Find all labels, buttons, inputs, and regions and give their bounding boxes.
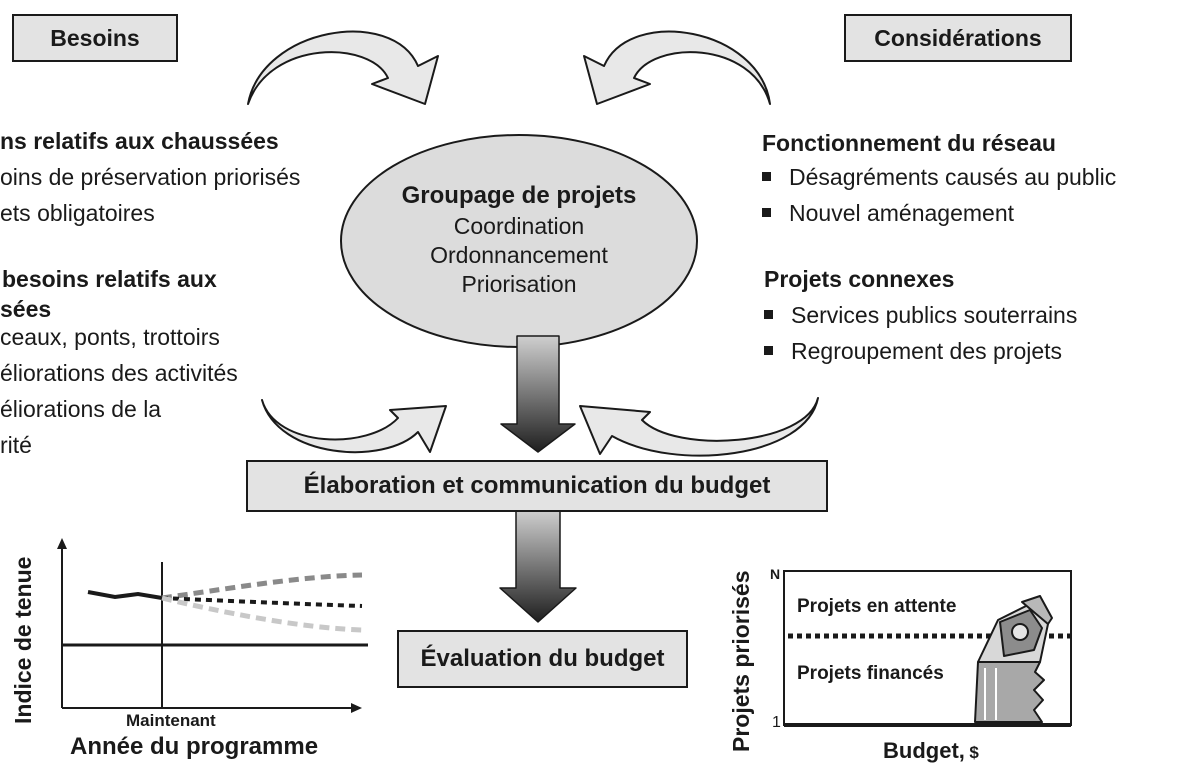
related-item-1-label: Services publics souterrains xyxy=(791,302,1078,328)
arrow-left-to-budget xyxy=(261,399,447,454)
network-item-1: Désagréments causés au public xyxy=(762,164,1116,191)
network-item-2: Nouvel aménagement xyxy=(762,200,1014,227)
left-chart-xlabel: Année du programme xyxy=(70,733,319,760)
right-chart-xlabel-main: Budget, xyxy=(883,738,965,763)
left-chart-trend-down xyxy=(161,595,363,633)
left-chart-trend-mid xyxy=(161,596,363,608)
related-item-2: Regroupement des projets xyxy=(764,338,1062,365)
left-chart-x-arrow xyxy=(351,703,362,713)
right-chart-xlabel-unit: $ xyxy=(969,743,979,762)
grouping-title: Groupage de projets xyxy=(401,182,637,209)
right-chart-ylabel: Projets priorisés xyxy=(728,570,754,752)
funded-projects-label: Projets financés xyxy=(797,663,944,685)
arrow-considerations-to-grouping xyxy=(583,30,771,105)
grouping-line-1: Coordination xyxy=(453,213,585,239)
left-chart-ylabel: Indice de tenue xyxy=(10,556,36,724)
arrow-right-to-budget xyxy=(579,397,819,457)
considerations-header: Considérations xyxy=(844,14,1072,62)
right-chart-ytick-top: N xyxy=(770,566,781,582)
left-chart-history-line xyxy=(87,590,163,600)
bullet-icon xyxy=(764,310,773,320)
bullet-icon xyxy=(762,172,771,182)
grouping-line-2: Ordonnancement xyxy=(430,242,608,268)
priority-chart xyxy=(783,570,1072,727)
budget-development-box: Élaboration et communication du budget xyxy=(246,460,828,512)
network-item-2-label: Nouvel aménagement xyxy=(789,200,1015,226)
left-chart-trend-up xyxy=(161,572,363,601)
pavement-needs-title: ns relatifs aux chaussées xyxy=(0,128,279,154)
right-chart-ytick-bottom: 1 xyxy=(772,714,781,731)
other-needs-title-line2: sées xyxy=(0,296,52,322)
other-item-1: ceaux, ponts, trottoirs xyxy=(0,324,220,350)
network-title: Fonctionnement du réseau xyxy=(762,130,1056,156)
grouping-text: Groupage de projets Coordination Ordonna… xyxy=(369,180,669,299)
arrow-budget-to-evaluation xyxy=(499,509,577,623)
other-needs-title-line1: besoins relatifs aux xyxy=(2,266,217,292)
pavement-item-1: oins de préservation priorisés xyxy=(0,164,301,190)
arrow-grouping-to-budget xyxy=(500,335,576,453)
other-item-4: rité xyxy=(0,432,32,458)
related-item-1: Services publics souterrains xyxy=(764,302,1077,329)
left-chart-now-label: Maintenant xyxy=(126,711,216,730)
related-title: Projets connexes xyxy=(764,266,955,292)
budget-evaluation-box: Évaluation du budget xyxy=(397,630,688,688)
money-stack-icon xyxy=(974,595,1053,723)
needs-header: Besoins xyxy=(12,14,178,62)
left-chart-y-arrow xyxy=(57,538,67,549)
condition-chart xyxy=(57,538,368,713)
related-item-2-label: Regroupement des projets xyxy=(791,338,1063,364)
waiting-projects-label: Projets en attente xyxy=(797,596,957,617)
right-chart-xlabel: Budget, $ xyxy=(883,738,979,764)
bullet-icon xyxy=(764,346,773,356)
network-item-1-label: Désagréments causés au public xyxy=(789,164,1117,190)
other-item-2: éliorations des activités xyxy=(0,360,238,386)
pavement-item-2: ets obligatoires xyxy=(0,200,155,226)
bullet-icon xyxy=(762,208,771,218)
arrow-needs-to-grouping xyxy=(247,30,439,105)
other-item-3: éliorations de la xyxy=(0,396,162,422)
grouping-line-3: Priorisation xyxy=(461,271,577,297)
